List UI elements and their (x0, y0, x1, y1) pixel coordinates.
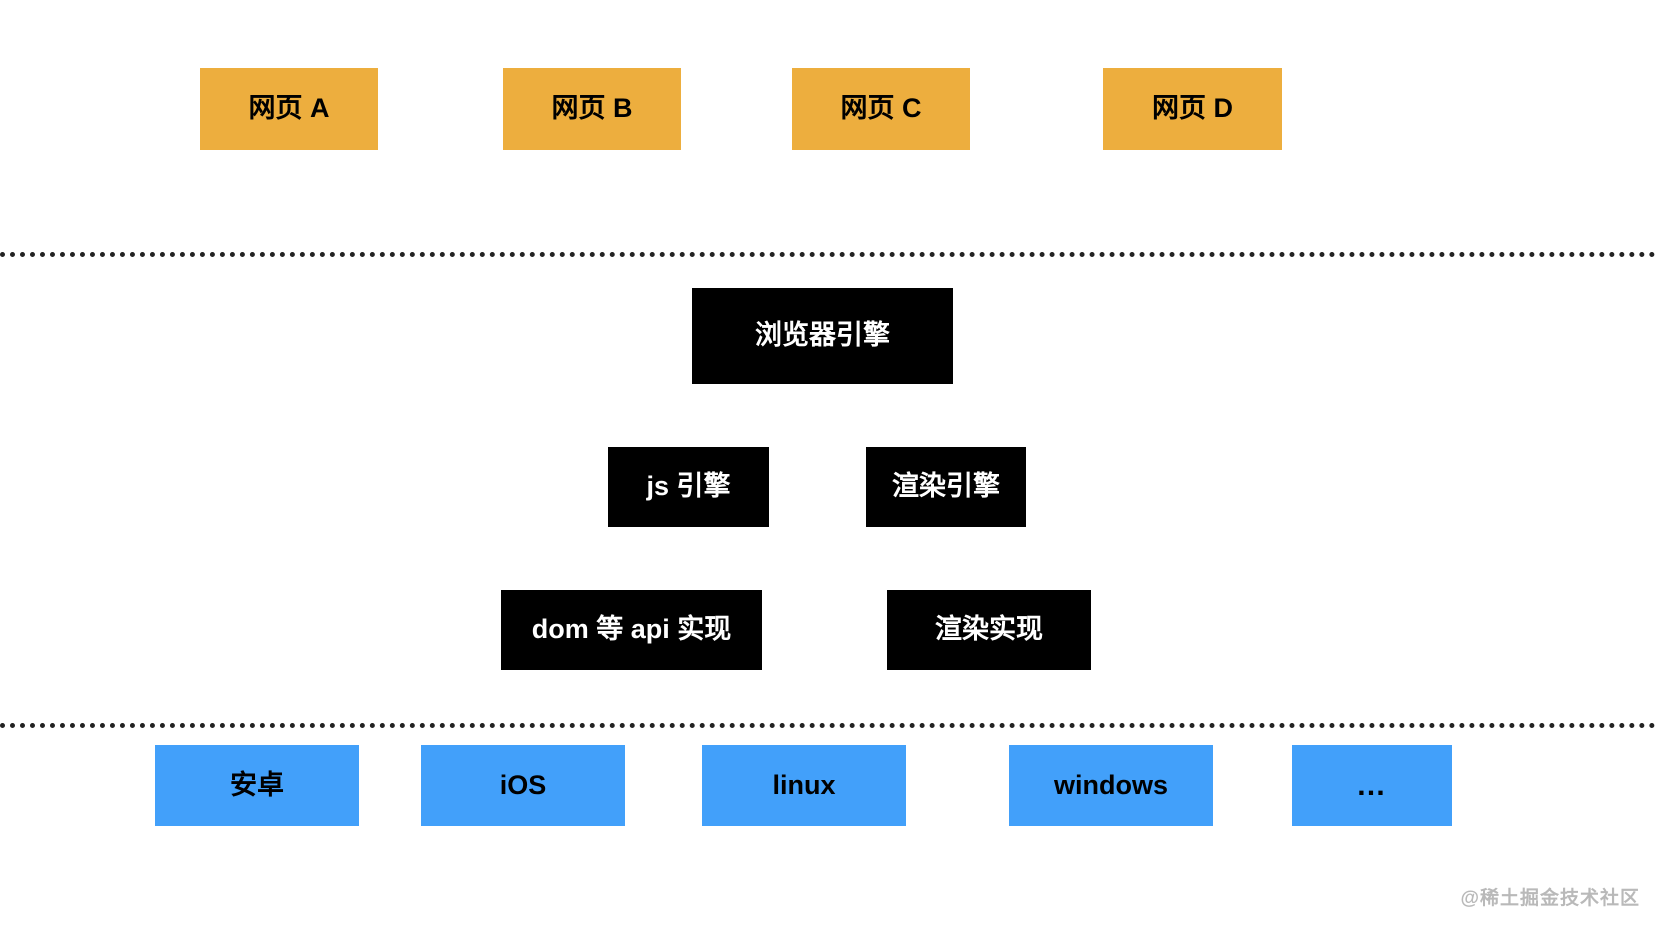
divider-engine-os (0, 723, 1656, 728)
node-label: 渲染引擎 (892, 471, 1000, 502)
node-os-ios: iOS (421, 745, 625, 826)
divider-web-engine (0, 252, 1656, 257)
node-dom-api-implementation: dom 等 api 实现 (501, 590, 762, 670)
node-web-page-a: 网页 A (200, 68, 378, 150)
node-label: dom 等 api 实现 (531, 614, 732, 645)
node-label: 网页 C (840, 93, 922, 124)
node-web-page-b: 网页 B (503, 68, 681, 150)
node-os-more: … (1292, 745, 1452, 826)
node-label: 网页 A (248, 93, 330, 124)
node-web-page-c: 网页 C (792, 68, 970, 150)
node-os-windows: windows (1009, 745, 1213, 826)
node-render-engine: 渲染引擎 (866, 447, 1026, 527)
node-label: 网页 D (1152, 93, 1233, 124)
node-web-page-d: 网页 D (1103, 68, 1282, 150)
node-os-android: 安卓 (155, 745, 359, 826)
node-label: 浏览器引擎 (755, 320, 890, 351)
node-os-linux: linux (702, 745, 906, 826)
node-label: … (1356, 769, 1388, 802)
node-label: iOS (499, 769, 547, 800)
node-label: 渲染实现 (935, 614, 1043, 645)
node-label: 网页 B (551, 93, 633, 124)
node-label: js 引擎 (646, 471, 731, 502)
node-label: linux (772, 769, 836, 800)
node-label: 安卓 (230, 769, 284, 800)
node-render-implementation: 渲染实现 (887, 590, 1091, 670)
watermark: @稀土掘金技术社区 (1460, 888, 1640, 909)
node-label: windows (1054, 769, 1168, 800)
node-browser-engine: 浏览器引擎 (692, 288, 953, 384)
node-js-engine: js 引擎 (608, 447, 769, 527)
